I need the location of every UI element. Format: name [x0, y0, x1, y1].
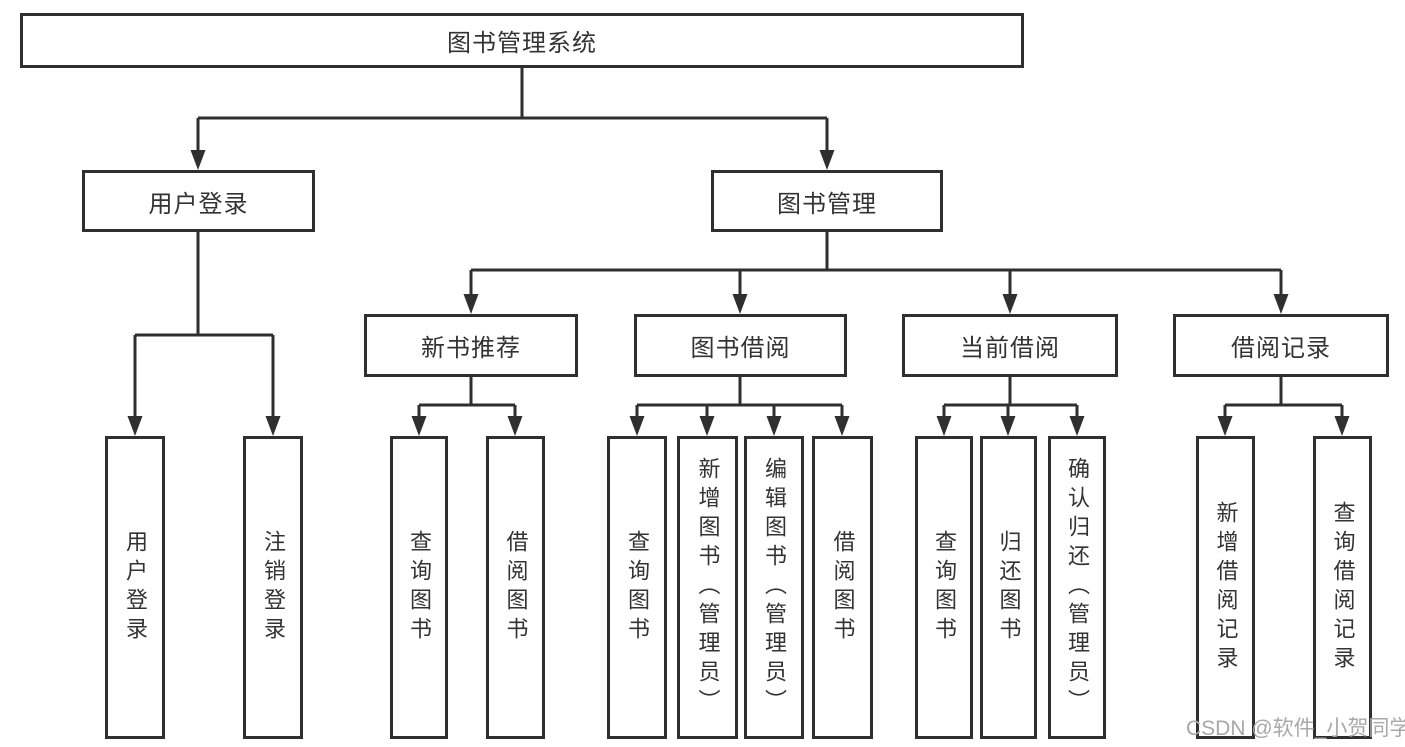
arrowhead-icon [507, 416, 523, 436]
node-leaf-edit-book-admin: 编辑图书（管理员） [744, 436, 804, 739]
node-leaf-add-book-admin: 新增图书（管理员） [677, 436, 738, 739]
leaf-label: 归还图书 [996, 529, 1022, 646]
node-leaf-borrow-books-recommend: 借阅图书 [486, 436, 545, 739]
arrowhead-icon [699, 416, 715, 436]
connector-current-borrow-branch [942, 377, 1079, 418]
node-leaf-confirm-return-admin: 确认归还（管理员） [1048, 436, 1106, 739]
node-root-library-management-system: 图书管理系统 [20, 13, 1024, 68]
arrowhead-icon [411, 416, 427, 436]
arrowhead-icon [629, 416, 645, 436]
node-user-login: 用户登录 [82, 170, 315, 232]
arrowhead-icon [1069, 416, 1085, 436]
leaf-label: 用户登录 [123, 529, 148, 646]
arrowhead-icon [1273, 294, 1289, 314]
leaf-label: 注销登录 [261, 529, 286, 646]
leaf-label: 借阅图书 [503, 529, 529, 646]
node-leaf-return-book: 归还图书 [980, 436, 1037, 739]
node-leaf-query-borrow-record: 查询借阅记录 [1313, 436, 1372, 739]
node-book-management: 图书管理 [711, 170, 943, 232]
arrowhead-icon [819, 150, 835, 170]
connector-root-to-level2 [196, 68, 829, 152]
node-leaf-query-books-recommend: 查询图书 [390, 436, 448, 739]
node-book-borrowing: 图书借阅 [634, 314, 847, 377]
node-leaf-query-books-current: 查询图书 [915, 436, 973, 739]
leaf-label: 确认归还（管理员） [1065, 457, 1090, 718]
node-leaf-query-books-borrow: 查询图书 [607, 436, 667, 739]
node-leaf-add-borrow-record: 新增借阅记录 [1196, 436, 1255, 739]
arrowhead-icon [190, 150, 206, 170]
node-current-borrowing: 当前借阅 [902, 314, 1118, 377]
leaf-label: 新增借阅记录 [1213, 500, 1239, 675]
arrowhead-icon [834, 416, 850, 436]
connector-new-book-branch [417, 377, 517, 418]
arrowhead-icon [1217, 416, 1233, 436]
csdn-watermark: CSDN @软件_小贺同学 [1186, 717, 1405, 740]
arrowhead-icon [127, 416, 143, 436]
leaf-label: 查询图书 [407, 529, 432, 646]
arrowhead-icon [1000, 416, 1016, 436]
connector-borrow-records-branch [1223, 377, 1344, 418]
leaf-label: 查询借阅记录 [1330, 500, 1356, 675]
connector-book-borrow-branch [635, 377, 844, 418]
arrowhead-icon [936, 416, 952, 436]
arrowhead-icon [463, 294, 479, 314]
node-borrowing-records: 借阅记录 [1173, 314, 1389, 377]
node-leaf-borrow-books: 借阅图书 [812, 436, 873, 739]
connector-book-management-branch [469, 232, 1283, 296]
arrowheads [127, 150, 1350, 436]
arrowhead-icon [265, 416, 281, 436]
arrowhead-icon [732, 294, 748, 314]
arrowhead-icon [766, 416, 782, 436]
leaf-label: 查询图书 [625, 529, 650, 646]
connector-user-login-branch [133, 232, 275, 418]
node-leaf-logout: 注销登录 [243, 436, 303, 739]
node-new-book-recommendation: 新书推荐 [364, 314, 578, 377]
arrowhead-icon [1334, 416, 1350, 436]
node-leaf-user-login: 用户登录 [105, 436, 165, 739]
arrowhead-icon [1002, 294, 1018, 314]
leaf-label: 查询图书 [932, 529, 957, 646]
leaf-label: 新增图书（管理员） [695, 457, 721, 718]
leaf-label: 编辑图书（管理员） [762, 457, 787, 718]
leaf-label: 借阅图书 [830, 529, 856, 646]
